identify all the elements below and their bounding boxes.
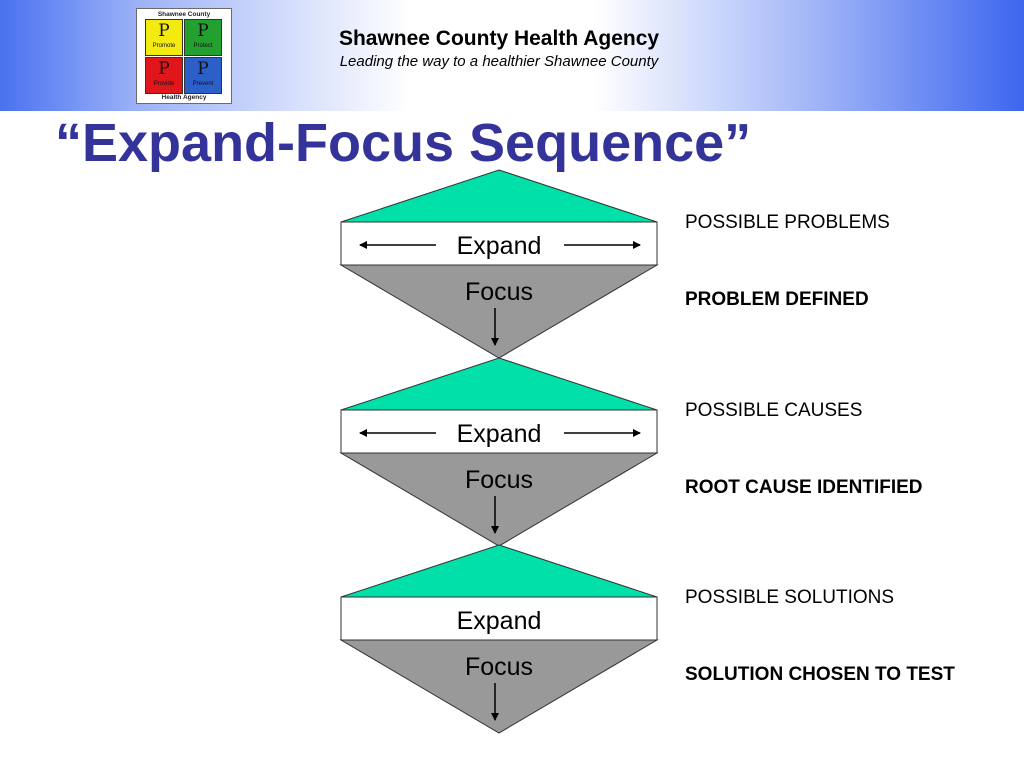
expand-triangle (340, 544, 658, 598)
focus-label: Focus (465, 653, 533, 681)
logo-quadrant-provide: P Provide (145, 57, 183, 94)
focus-label: Focus (465, 278, 533, 306)
expand-band (340, 596, 658, 641)
logo-word: Provide (153, 81, 175, 87)
logo-letter: P (197, 21, 209, 41)
focus-result-label: PROBLEM DEFINED (685, 289, 869, 310)
slide-title: “Expand-Focus Sequence” (55, 113, 752, 173)
logo-letter: P (158, 21, 170, 41)
focus-result-label: ROOT CAUSE IDENTIFIED (685, 477, 923, 498)
logo-word: Protect (193, 43, 213, 49)
logo-word: Prevent (192, 81, 214, 87)
expand-result-label: POSSIBLE SOLUTIONS (685, 587, 895, 608)
expand-result-label: POSSIBLE CAUSES (685, 400, 863, 421)
expand-label: Expand (457, 607, 542, 635)
logo-top-text: Shawnee County (157, 11, 211, 18)
logo-letter: P (197, 59, 209, 79)
expand-triangle (340, 169, 658, 223)
agency-tagline: Leading the way to a healthier Shawnee C… (339, 53, 659, 70)
logo-letter: P (158, 59, 170, 79)
expand-label: Expand (457, 420, 542, 448)
logo-quadrant-prevent: P Prevent (184, 57, 222, 94)
logo-word: Promote (152, 43, 176, 49)
expand-triangle (340, 357, 658, 411)
logo-quadrant-protect: P Protect (184, 19, 222, 56)
expand-label: Expand (457, 232, 542, 260)
logo-quadrant-promote: P Promote (145, 19, 183, 56)
header-banner: Shawnee County P Promote P Protect P Pro… (0, 0, 1024, 111)
expand-band (340, 221, 658, 266)
focus-label: Focus (465, 466, 533, 494)
logo-bottom-text: Health Agency (161, 94, 207, 101)
focus-result-label: SOLUTION CHOSEN TO TEST (685, 664, 955, 685)
expand-result-label: POSSIBLE PROBLEMS (685, 212, 890, 233)
expand-band (340, 409, 658, 454)
agency-name: Shawnee County Health Agency (338, 27, 660, 50)
agency-logo: Shawnee County P Promote P Protect P Pro… (136, 8, 232, 104)
